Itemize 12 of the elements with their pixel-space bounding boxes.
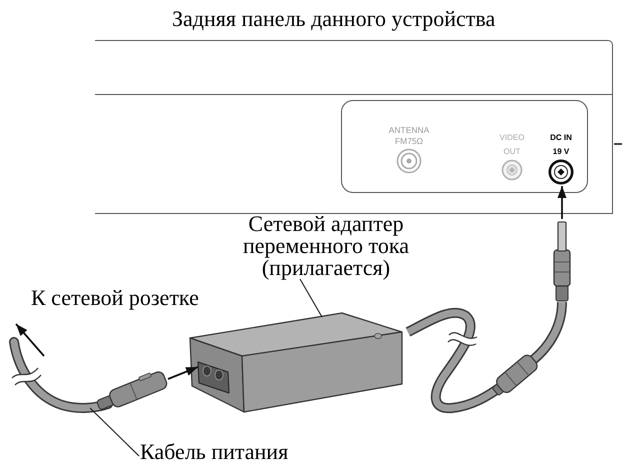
arrow — [168, 366, 198, 380]
leader-line — [90, 408, 140, 456]
port-label: ANTENNA FM75Ω — [388, 125, 430, 147]
port-label: VIDEO OUT — [498, 132, 526, 158]
arrow — [558, 186, 566, 219]
port-label: DC IN 19 V — [549, 132, 573, 158]
diagram-title: Задняя панель данного устройства — [172, 5, 496, 33]
callout-label: Сетевой адаптер переменного тока (прилагается) — [236, 213, 416, 279]
arrow — [15, 323, 45, 357]
callout-label: Кабель питания — [140, 441, 288, 463]
connector-panel — [341, 100, 588, 193]
annotation-label: К сетевой розетке — [31, 286, 199, 310]
